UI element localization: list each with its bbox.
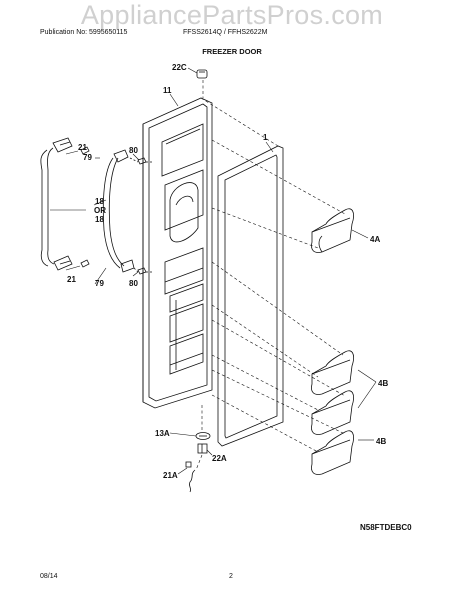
door-gasket (217, 145, 284, 447)
wire-harness (185, 461, 196, 493)
callout-22a: 22A (212, 454, 227, 463)
callout-80-top: 80 (129, 146, 138, 155)
callout-11: 11 (163, 86, 172, 95)
publication-number: Publication No: 5995650115 (40, 29, 128, 36)
callout-80-bottom: 80 (129, 279, 138, 288)
callout-4a: 4A (370, 235, 380, 244)
diagram-code: N58FTDEBC0 (360, 523, 412, 532)
leader-lines (50, 67, 377, 475)
freezer-door-panel (142, 97, 213, 409)
door-bin-4b-2 (311, 390, 354, 435)
callout-1: 1 (263, 133, 268, 142)
callout-22c: 22C (172, 63, 187, 72)
alignment-lines (195, 80, 346, 471)
page-number: 2 (229, 573, 233, 580)
handle-assembly (40, 137, 152, 275)
callout-18: 18 (95, 197, 104, 206)
callout-18-alt: 18 (95, 215, 104, 224)
door-bin-4a (311, 208, 354, 253)
callout-21a: 21A (163, 471, 178, 480)
watermark: AppliancePartsPros.com (80, 0, 384, 30)
model-numbers: FFSS2614Q / FFHS2622M (183, 29, 268, 36)
cap-part-22c (196, 69, 208, 79)
callout-21-bottom: 21 (67, 275, 76, 284)
diagram-title: FREEZER DOOR (202, 47, 262, 56)
callout-79-bottom: 79 (95, 279, 104, 288)
hinge-pin (197, 443, 208, 454)
door-bin-4b-1 (311, 350, 354, 395)
footer-date: 08/14 (40, 573, 58, 580)
door-bin-4b-3 (311, 430, 354, 475)
callout-21-top: 21 (78, 143, 87, 152)
callout-4b-top: 4B (378, 379, 388, 388)
callout-or: OR (94, 206, 106, 215)
callout-13a: 13A (155, 429, 170, 438)
callout-4b-bottom: 4B (376, 437, 386, 446)
hinge-bushing (195, 432, 211, 440)
callout-79-top: 79 (83, 153, 92, 162)
